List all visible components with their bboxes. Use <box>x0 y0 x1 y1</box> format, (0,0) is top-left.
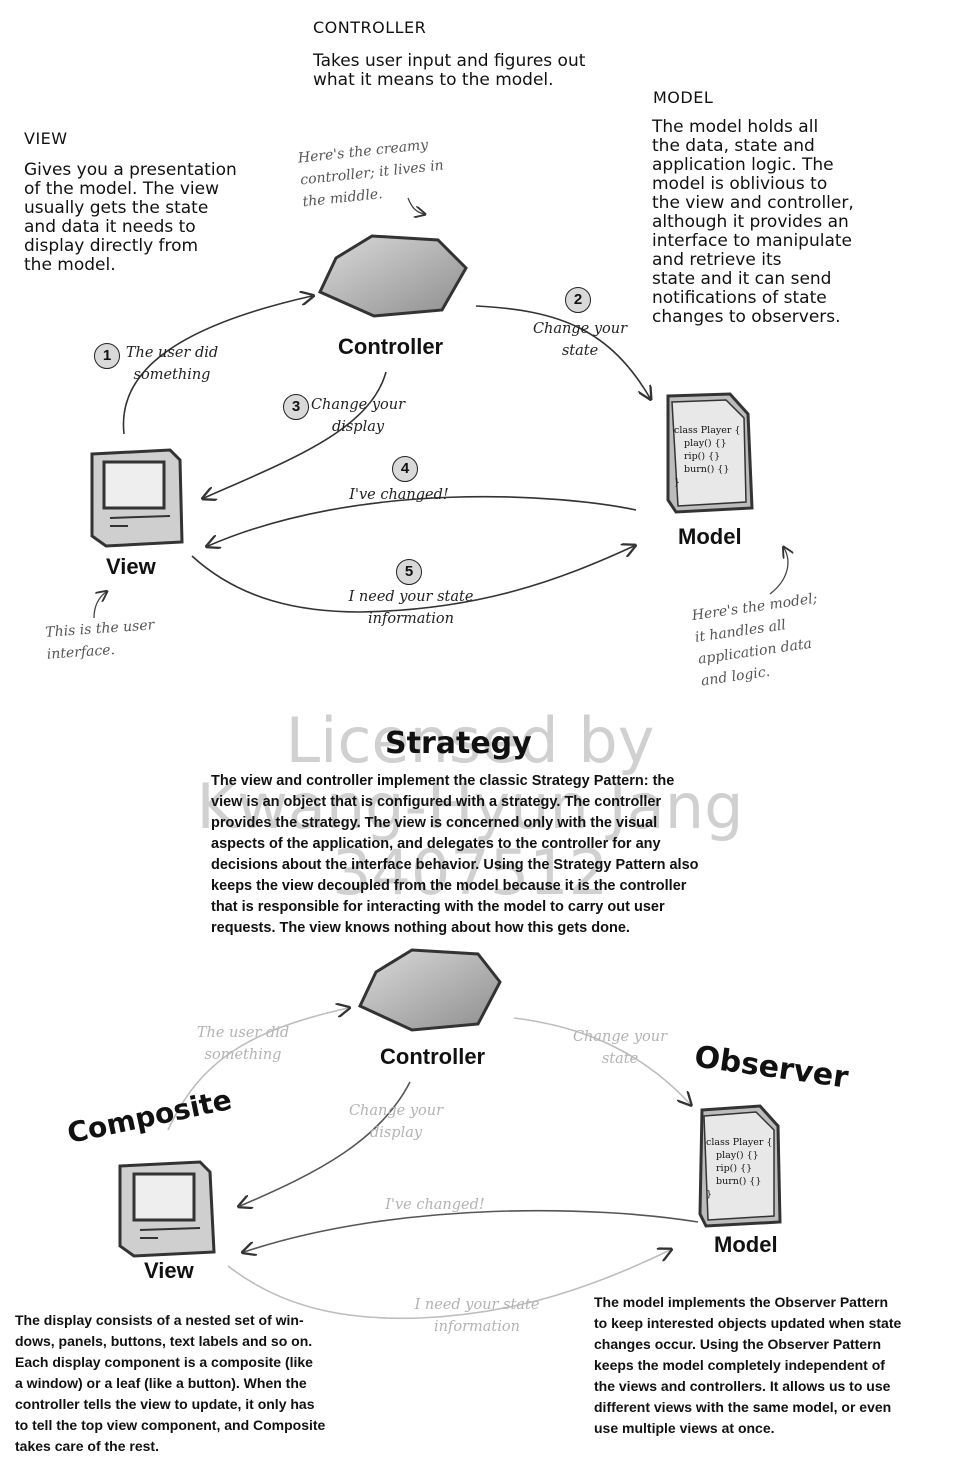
strategy-body: The view and controller implement the cl… <box>211 773 699 936</box>
controller-caption: CONTROLLER <box>313 18 427 37</box>
model-document-icon <box>666 392 754 514</box>
bottom-controller-label: Controller <box>380 1044 486 1069</box>
controller-label: Controller <box>338 334 444 359</box>
step-1-badge: 1 <box>94 343 120 369</box>
arrow-ive-changed <box>208 495 637 546</box>
step-3-badge: 3 <box>283 394 309 420</box>
bottom-arrow-user-did <box>167 1008 348 1131</box>
arrow-user-did-something <box>122 296 312 435</box>
bottom-ive-changed-text: I've changed! <box>385 1197 485 1213</box>
bottom-arrow-ive-changed <box>244 1209 699 1252</box>
arrow-need-state <box>191 546 634 613</box>
bottom-view-computer-icon <box>118 1160 216 1258</box>
bottom-change-display-text: Change your display <box>348 1103 444 1141</box>
step-5-badge: 5 <box>396 559 422 585</box>
model-label: Model <box>678 524 742 549</box>
model-description: The model holds all the data, state and … <box>652 117 854 327</box>
model-code: class Player { play() {} rip() {} burn()… <box>674 425 741 488</box>
view-computer-icon <box>90 448 184 548</box>
strategy-title: Strategy <box>385 726 532 761</box>
bottom-model-label: Model <box>714 1232 778 1257</box>
arrow-change-your-state <box>475 305 650 398</box>
view-description: Gives you a presentation of the model. T… <box>24 160 237 275</box>
bottom-view-label: View <box>144 1258 194 1283</box>
step-4-badge: 4 <box>392 456 418 482</box>
view-note: This is the user interface. <box>44 617 155 663</box>
model-note-pointer <box>769 548 788 595</box>
bottom-model-document-icon <box>698 1104 782 1228</box>
view-note-pointer <box>93 592 106 619</box>
license-watermark: Licensed by Kwang-Hyun Jang 3407512 <box>196 704 744 909</box>
model-caption: MODEL <box>653 88 714 107</box>
model-note: Here's the model; it handles all applica… <box>690 590 819 690</box>
step-2-badge: 2 <box>565 287 591 313</box>
bottom-change-state-text: Change your state <box>572 1029 668 1067</box>
bottom-arrow-need-state <box>227 1250 670 1320</box>
bottom-arrow-change-state <box>513 1017 690 1104</box>
bottom-model-code: class Player { play() {} rip() {} burn()… <box>706 1137 773 1200</box>
controller-note-pointer <box>407 197 424 214</box>
step-2-text: Change your state <box>532 321 628 359</box>
view-caption: VIEW <box>24 129 68 148</box>
step-3-text: Change your display <box>310 397 406 435</box>
bottom-arrow-change-display <box>240 1081 411 1206</box>
step-5-text: I need your state information <box>348 589 474 627</box>
controller-hexagon-icon <box>317 234 468 318</box>
bottom-controller-hexagon-icon <box>357 948 502 1032</box>
composite-body: The display consists of a nested set of … <box>15 1312 326 1454</box>
step-1-text: The user did something <box>125 345 219 383</box>
bottom-user-did-text: The user did something <box>196 1025 290 1063</box>
view-label: View <box>106 554 156 579</box>
observer-body: The model implements the Observer Patter… <box>594 1294 902 1436</box>
bottom-need-state-text: I need your state information <box>414 1297 540 1335</box>
controller-description: Takes user input and figures out what it… <box>313 51 586 90</box>
step-4-text: I've changed! <box>349 487 449 503</box>
arrow-change-your-display <box>204 371 387 498</box>
